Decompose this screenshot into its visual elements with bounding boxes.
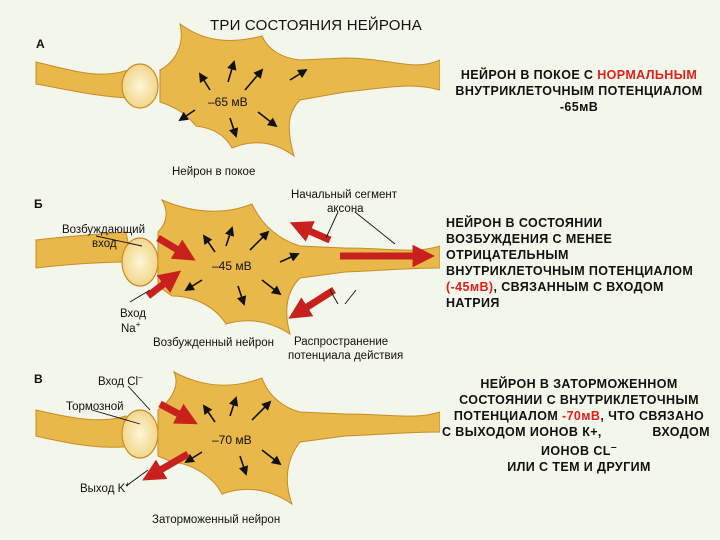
caption-excited: НЕЙРОН В СОСТОЯНИИ ВОЗБУЖДЕНИЯ С МЕНЕЕ О… — [446, 215, 718, 311]
caption-excited-line6: НАТРИЯ — [446, 296, 500, 310]
caption-resting: НЕЙРОН В ПОКОЕ С НОРМАЛЬНЫМ ВНУТРИКЛЕТОЧ… — [440, 67, 718, 115]
panel-c-ion-arrows — [184, 396, 282, 476]
panel-b-segment-label-2: аксона — [327, 203, 364, 215]
caption-excited-line5: , СВЯЗАННЫМ С ВХОДОМ — [493, 280, 664, 294]
panel-a-synaptic-bulb — [121, 63, 159, 109]
panel-b-letter: Б — [34, 197, 43, 211]
panel-c-current-arrows — [142, 400, 198, 481]
panel-c-label: Заторможенный нейрон — [152, 514, 280, 526]
caption-inhibited-line2: СОСТОЯНИИ С ВНУТРИКЛЕТОЧНЫМ — [459, 393, 699, 407]
panel-b-spread-label: Распространение — [294, 336, 388, 348]
panel-a-presynaptic-fiber — [35, 61, 135, 99]
panel-c-cl-inflow-arrow — [158, 400, 198, 425]
panel-b-potential: –45 мВ — [212, 259, 252, 273]
panel-c-cl-label: Вход Cl– — [98, 373, 143, 388]
caption-resting-line3: -65мВ — [559, 100, 599, 114]
panel-c-cell-body — [157, 370, 440, 506]
caption-inhibited-line3-post: , ЧТО СВЯЗАНО — [600, 409, 705, 423]
panel-b-label: Возбужденный нейрон — [153, 337, 274, 349]
panel-b-input-label: Возбуждающий — [62, 224, 145, 236]
caption-inhibited-line4-left: С ВЫХОДОМ ИОНОВ К+, — [442, 425, 602, 439]
panel-b: Б –45 мВ Во — [34, 189, 440, 362]
panel-b-input-label-2: вход — [92, 238, 117, 250]
caption-excited-line2: ВОЗБУЖДЕНИЯ С МЕНЕЕ — [446, 232, 613, 246]
caption-inhibited-line5: ИОНОВ CL — [540, 444, 611, 459]
panel-c-inhibitory-label: Тормозной — [66, 401, 124, 413]
panel-b-na-inflow-arrow-1 — [156, 234, 196, 261]
panel-c-k-outflow-arrow — [142, 450, 190, 481]
panel-b-segment-label: Начальный сегмент — [291, 189, 398, 201]
panel-b-presynaptic-fiber — [35, 231, 133, 269]
panel-b-backward-arrow-upper — [289, 221, 332, 244]
panel-c-synaptic-bulb — [121, 409, 159, 459]
panel-b-current-arrows — [145, 221, 435, 319]
caption-inhibited-line5-sup: – — [610, 442, 617, 453]
panel-a: А –65 мВ Нейрон в покое — [35, 22, 440, 178]
panel-c-presynaptic-fiber — [35, 409, 133, 448]
panel-c-letter: В — [34, 372, 43, 386]
caption-resting-line2: ВНУТРИКЛЕТОЧНЫМ ПОТЕНЦИАЛОМ — [455, 84, 703, 98]
caption-resting-highlight: НОРМАЛЬНЫМ — [597, 68, 698, 82]
caption-inhibited-line4-right: ВХОДОМ — [652, 425, 710, 439]
panel-b-spread-label-2: потенциала действия — [288, 350, 403, 362]
caption-inhibited-line3-pre: ПОТЕНЦИАЛОМ — [453, 409, 563, 423]
neuron-diagram: А –65 мВ Нейрон в покое Б –45 мВ — [34, 22, 440, 526]
panel-b-na-label: Вход — [120, 308, 146, 320]
panel-c-pointer-lines — [91, 385, 151, 487]
caption-inhibited: НЕЙРОН В ЗАТОРМОЖЕННОМ СОСТОЯНИИ С ВНУТР… — [440, 376, 718, 475]
panel-a-label: Нейрон в покое — [172, 166, 255, 178]
caption-inhibited-highlight: -70мВ — [562, 409, 601, 423]
panel-b-backward-arrow-lower — [288, 287, 336, 319]
page-title: ТРИ СОСТОЯНИЯ НЕЙРОНА — [210, 17, 422, 34]
panel-b-na-ion: Na+ — [121, 320, 141, 335]
caption-excited-line4: ВНУТРИКЛЕТОЧНЫМ ПОТЕНЦИАЛОМ — [446, 264, 694, 278]
caption-excited-line3: ОТРИЦАТЕЛЬНЫМ — [446, 248, 569, 262]
caption-resting-line1: НЕЙРОН В ПОКОЕ С — [460, 68, 598, 82]
panel-b-na-inflow-arrow-2 — [145, 270, 182, 299]
panel-b-ion-arrows — [184, 226, 300, 306]
panel-a-potential: –65 мВ — [208, 95, 248, 109]
caption-inhibited-line6: ИЛИ С ТЕМ И ДРУГИМ — [507, 460, 651, 475]
panel-c-k-label: Выход K+ — [80, 480, 130, 495]
panel-a-cell-body — [159, 22, 440, 158]
panel-a-ion-arrows — [178, 60, 308, 138]
panel-c: В –70 мВ Вход Cl– Тормозной Выход K+ Зат… — [34, 370, 440, 526]
panel-a-letter: А — [36, 37, 45, 51]
panel-c-potential: –70 мВ — [212, 433, 252, 447]
panel-b-pointer-lines — [95, 211, 396, 305]
caption-excited-line1: НЕЙРОН В СОСТОЯНИИ — [446, 216, 603, 230]
caption-excited-highlight: (-45мВ) — [446, 280, 494, 294]
caption-inhibited-line1: НЕЙРОН В ЗАТОРМОЖЕННОМ — [480, 377, 678, 391]
